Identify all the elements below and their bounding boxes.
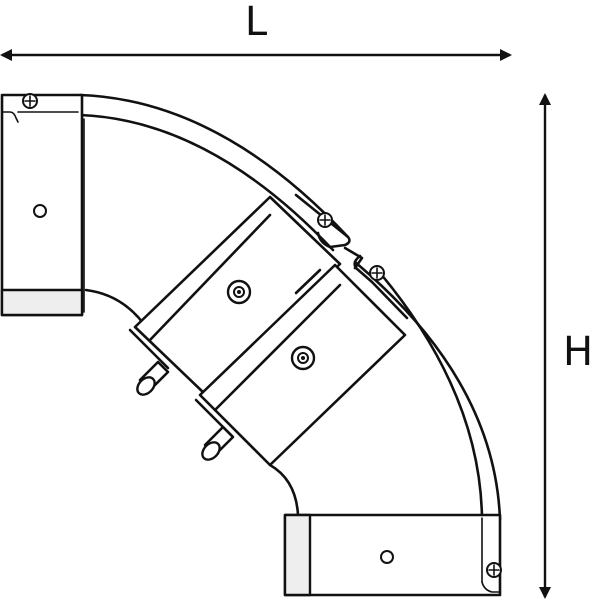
adjust-knob-lower: [194, 398, 235, 461]
upper-bend: [78, 93, 351, 332]
upper-bend-screw-icon: [317, 212, 333, 228]
left-cap-hole: [33, 204, 47, 218]
dimension-h-label: H: [563, 329, 593, 375]
connector-block-lower: [198, 263, 407, 467]
connector-block-upper: [133, 195, 342, 396]
dimension-h: H: [539, 93, 593, 599]
bottom-end-cap: [283, 513, 502, 597]
adjust-knob-upper: [128, 328, 170, 396]
dimension-l-label: L: [245, 0, 268, 45]
left-end-cap: [0, 93, 84, 317]
bottom-cap-hole: [380, 550, 394, 564]
dimension-l: L: [0, 0, 512, 61]
